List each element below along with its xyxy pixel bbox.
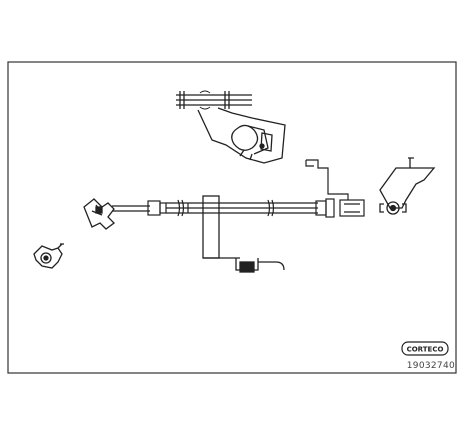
logo-text: CORTECO — [407, 346, 444, 354]
steel-line-left — [112, 205, 150, 212]
crimp-fitting-left — [147, 200, 167, 216]
part-number: 19032740 — [406, 361, 455, 371]
left-banjo-fitting — [83, 198, 115, 230]
top-detail-hose-bracket — [176, 90, 286, 164]
mounting-bracket-center — [202, 195, 285, 273]
brand-logo: CORTECO — [401, 341, 449, 356]
main-brake-hose — [166, 199, 318, 217]
right-support-bracket — [305, 159, 349, 200]
lower-left-fitting — [33, 243, 64, 269]
crimp-fitting-right — [315, 198, 365, 218]
right-detail-fitting — [379, 157, 436, 215]
drawing-border — [7, 61, 457, 374]
